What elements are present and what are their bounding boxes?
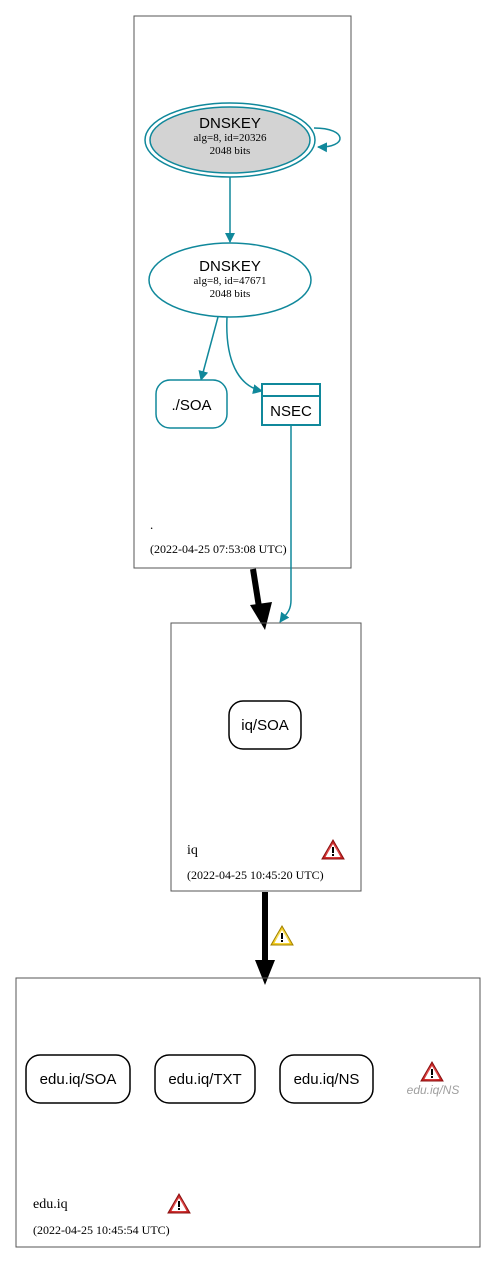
nsec-label: NSEC <box>270 403 312 420</box>
edu-iq-soa-label: edu.iq/SOA <box>40 1071 117 1088</box>
zone-edu-iq-box <box>15 977 481 1248</box>
nsec-node[interactable]: NSEC <box>261 383 321 426</box>
iq-soa-label: iq/SOA <box>241 717 289 734</box>
edu-iq-soa-node[interactable]: edu.iq/SOA <box>25 1054 131 1104</box>
zone-root-box <box>133 15 352 569</box>
dnskey-ksk-node[interactable]: DNSKEY alg=8, id=20326 2048 bits <box>144 102 316 178</box>
dnskey-ksk-detail: alg=8, id=20326 <box>194 132 267 144</box>
edu-iq-ns-error-label: edu.iq/NS <box>407 1083 460 1097</box>
root-soa-label: ./SOA <box>171 397 211 414</box>
dnskey-ksk-title: DNSKEY <box>199 115 261 132</box>
zone-iq: iq/SOA iq (2022-04-25 10:45:20 UTC) <box>170 622 362 892</box>
dnskey-zsk-size: 2048 bits <box>210 288 251 300</box>
zsk-to-soa-edge <box>198 316 219 381</box>
edu-iq-txt-node[interactable]: edu.iq/TXT <box>154 1054 256 1104</box>
dnskey-zsk-title: DNSKEY <box>199 258 261 275</box>
zone-root-name: . <box>150 517 153 532</box>
edu-iq-txt-label: edu.iq/TXT <box>168 1071 241 1088</box>
delegation-root-to-iq <box>250 568 272 630</box>
zone-edu-iq: edu.iq/SOA edu.iq/TXT edu.iq/NS edu.iq/N… <box>15 977 481 1248</box>
root-soa-node[interactable]: ./SOA <box>155 379 228 429</box>
error-triangle-icon[interactable] <box>321 839 345 860</box>
zsk-to-nsec-edge <box>226 316 263 395</box>
delegation-iq-to-edu-iq <box>255 892 275 985</box>
iq-soa-node[interactable]: iq/SOA <box>228 700 302 750</box>
zone-iq-timestamp: (2022-04-25 10:45:20 UTC) <box>187 868 324 882</box>
zone-edu-iq-timestamp: (2022-04-25 10:45:54 UTC) <box>33 1223 170 1237</box>
zone-edu-iq-name: edu.iq <box>33 1197 68 1212</box>
error-triangle-icon <box>420 1061 444 1082</box>
zone-iq-box <box>170 622 362 892</box>
dnskey-ksk-size: 2048 bits <box>210 145 251 157</box>
zone-root: DNSKEY alg=8, id=20326 2048 bits DNSKEY … <box>133 15 352 569</box>
zone-root-timestamp: (2022-04-25 07:53:08 UTC) <box>150 542 287 556</box>
warning-triangle-icon[interactable] <box>270 925 294 946</box>
dnskey-zsk-node[interactable]: DNSKEY alg=8, id=47671 2048 bits <box>148 242 312 318</box>
error-triangle-icon[interactable] <box>167 1193 191 1214</box>
edu-iq-ns-label: edu.iq/NS <box>294 1071 360 1088</box>
ksk-self-signature-edge <box>313 127 341 153</box>
nsec-to-iq-edge <box>279 426 292 623</box>
zone-iq-name: iq <box>187 843 198 858</box>
edu-iq-ns-error-node[interactable]: edu.iq/NS <box>407 1061 460 1097</box>
dnskey-zsk-detail: alg=8, id=47671 <box>194 275 267 287</box>
edu-iq-ns-node[interactable]: edu.iq/NS <box>279 1054 374 1104</box>
